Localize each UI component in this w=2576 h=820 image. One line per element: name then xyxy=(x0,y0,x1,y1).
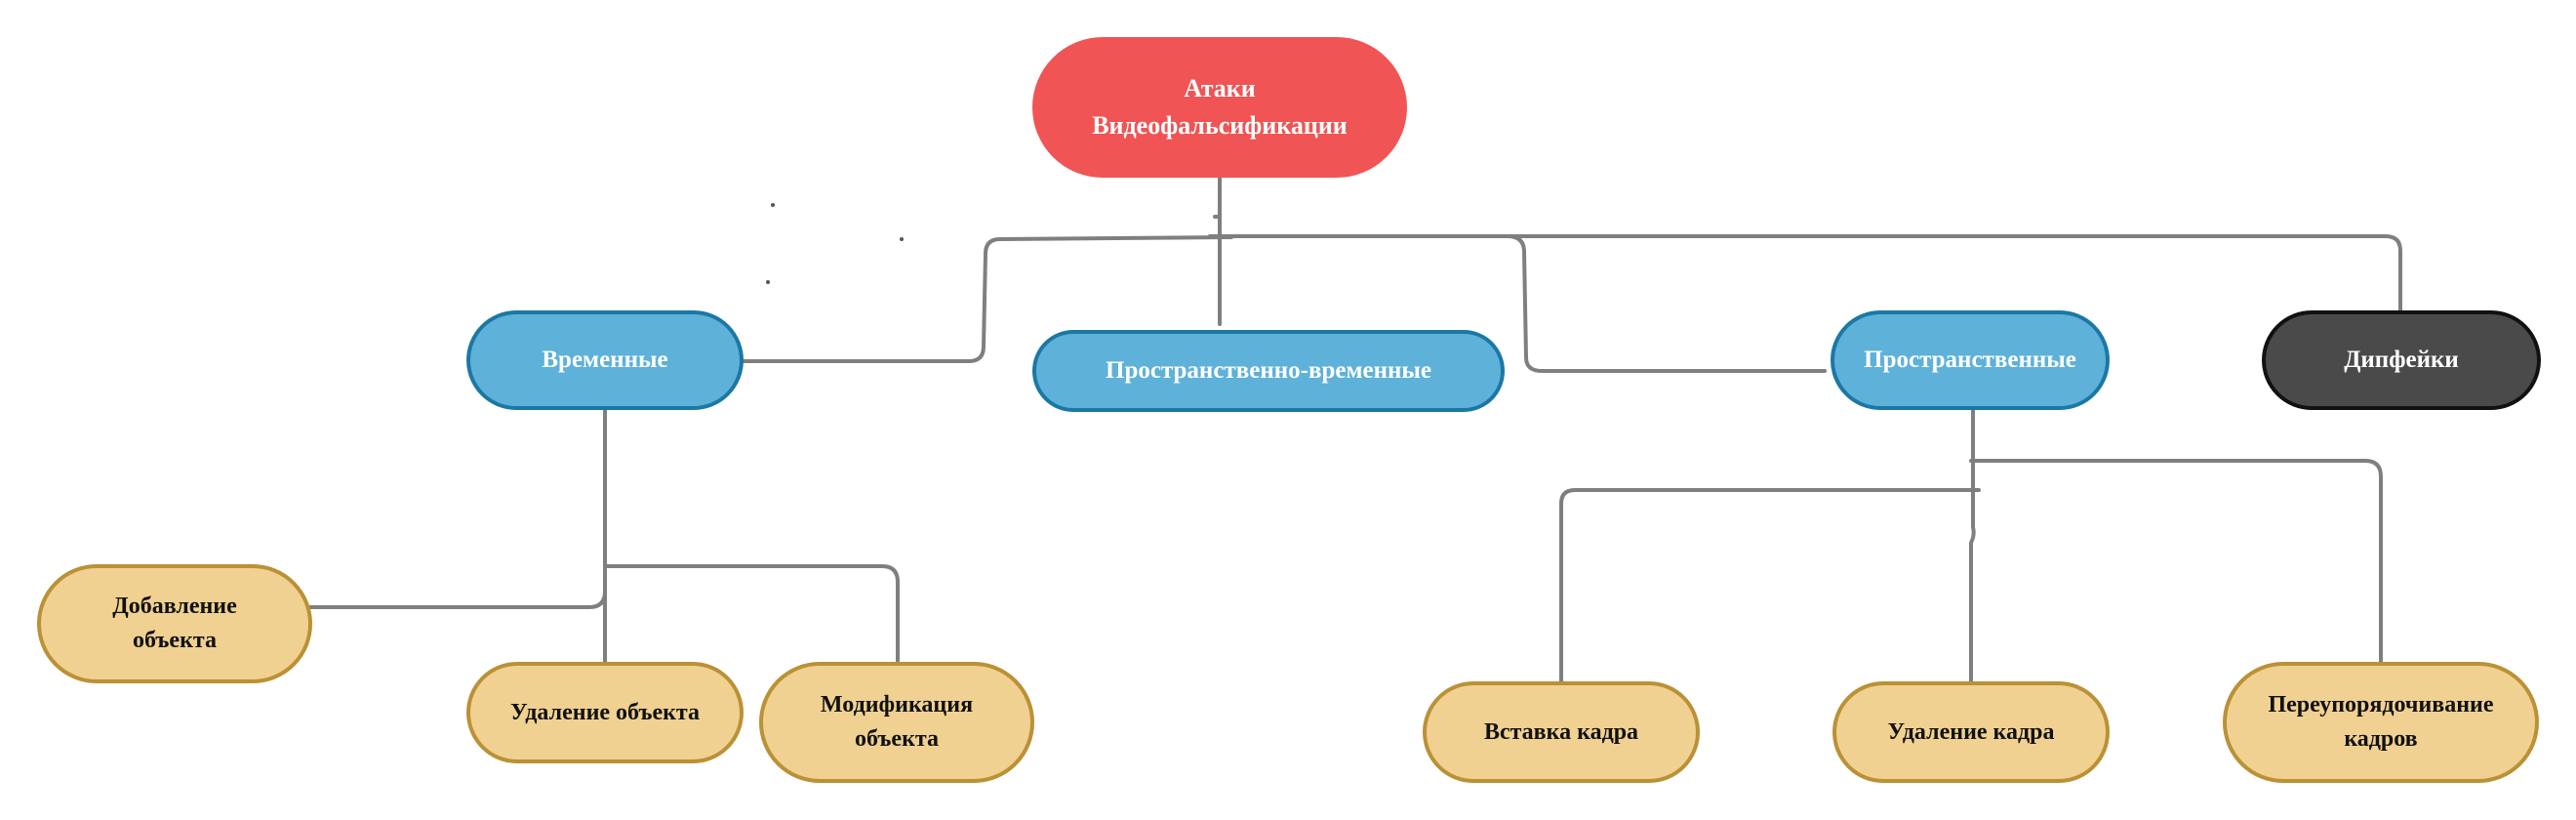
leaf-remove-frame: Удаление кадра xyxy=(1832,681,2110,783)
leaf-modify-object-label: Модификация объекта xyxy=(820,692,974,752)
connector-root-to-temporal xyxy=(740,235,1233,363)
connector-spatial-to-insert-frame xyxy=(1559,488,1981,683)
leaf-insert-frame: Вставка кадра xyxy=(1423,681,1700,783)
stray-dot xyxy=(771,203,775,207)
leaf-reorder-frames-label: Переупорядочивание кадров xyxy=(2268,692,2494,752)
category-deepfakes: Дипфейки xyxy=(2262,310,2541,410)
category-temporal: Временные xyxy=(466,310,744,410)
connector-root-to-spatial xyxy=(1506,234,1827,373)
category-spatial: Пространственные xyxy=(1831,310,2110,410)
leaf-remove-object-label: Удаление объекта xyxy=(509,699,701,725)
leaf-add-object: Добавление объекта xyxy=(37,564,312,683)
connector-spatial-trunk xyxy=(1969,385,1976,683)
connector-temporal-to-add-object xyxy=(308,590,607,609)
category-deepfakes-label: Дипфейки xyxy=(2344,346,2459,373)
category-temporal-label: Временные xyxy=(542,346,668,373)
category-spatial-label: Пространственные xyxy=(1864,346,2076,373)
connector-root-to-deepfakes xyxy=(1208,234,2402,314)
category-spatiotemporal-label: Пространственно-временные xyxy=(1106,356,1431,384)
leaf-modify-object: Модификация объекта xyxy=(759,662,1034,783)
leaf-remove-object: Удаление объекта xyxy=(466,662,744,763)
root-node: Атаки Видеофальсификации xyxy=(1032,37,1407,178)
leaf-reorder-frames: Переупорядочивание кадров xyxy=(2223,662,2539,783)
category-spatiotemporal: Пространственно-временные xyxy=(1032,330,1505,412)
leaf-add-object-label: Добавление объекта xyxy=(112,594,237,653)
connector-spatial-to-reorder-frames xyxy=(1969,459,2383,668)
connector-temporal-to-modify-object xyxy=(603,564,900,666)
stray-dot xyxy=(766,280,770,284)
stray-dot xyxy=(900,237,904,241)
leaf-insert-frame-label: Вставка кадра xyxy=(1483,718,1639,745)
root-node-label: Атаки Видеофальсификации xyxy=(1092,74,1348,140)
leaf-remove-frame-label: Удаление кадра xyxy=(1887,718,2055,745)
